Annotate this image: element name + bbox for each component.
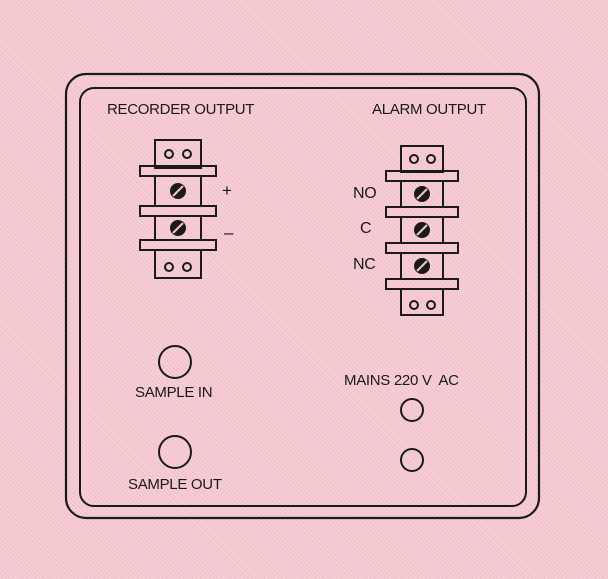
recorder-screw-plus xyxy=(170,183,186,199)
recorder-output-title: RECORDER OUTPUT xyxy=(107,101,255,118)
terminal-label-minus: – xyxy=(224,223,234,242)
terminal-label-plus: + xyxy=(222,181,232,200)
alarm-output-title: ALARM OUTPUT xyxy=(372,101,486,118)
panel-outer-border xyxy=(64,72,541,520)
terminal-label-c: C xyxy=(360,220,372,237)
sample-out-port[interactable] xyxy=(158,435,192,469)
sample-in-label: SAMPLE IN xyxy=(135,384,213,401)
alarm-terminal-block xyxy=(385,145,459,316)
panel-inner-border xyxy=(79,87,527,507)
recorder-terminal-block xyxy=(139,139,217,279)
mains-hole-2 xyxy=(400,448,424,472)
recorder-screw-minus xyxy=(170,220,186,236)
sample-out-label: SAMPLE OUT xyxy=(128,476,222,493)
terminal-label-nc: NC xyxy=(353,256,376,273)
alarm-screw-nc xyxy=(414,258,430,274)
mains-hole-1 xyxy=(400,398,424,422)
mains-label: MAINS 220 V AC xyxy=(344,372,459,389)
alarm-screw-no xyxy=(414,186,430,202)
alarm-screw-c xyxy=(414,222,430,238)
sample-in-port[interactable] xyxy=(158,345,192,379)
terminal-label-no: NO xyxy=(353,185,377,202)
